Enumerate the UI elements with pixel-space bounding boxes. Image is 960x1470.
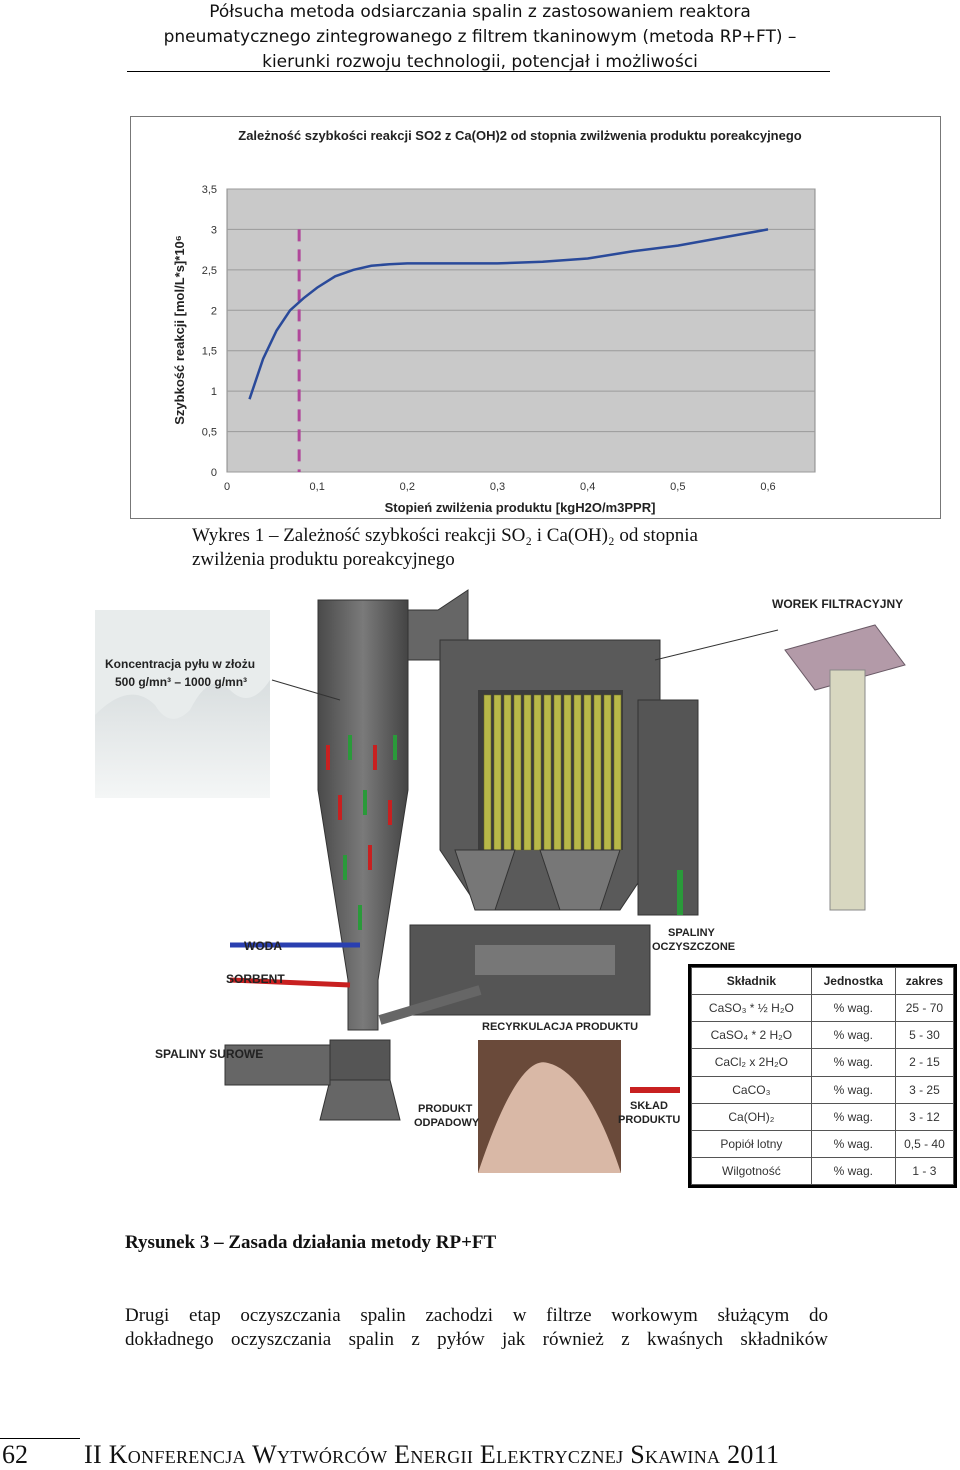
spaliny-surowe-label: SPALINY SUROWE: [155, 1047, 263, 1061]
process-diagram: WOREK FILTRACYJNY Koncentracja pyłu w zł…: [95, 589, 906, 1173]
chart-caption-line-2: zwilżenia produktu poreakcyjnego: [192, 549, 455, 570]
sklad-label-2: PRODUKTU: [618, 1114, 680, 1126]
filter-bag: [613, 694, 622, 851]
plot-area: [226, 188, 816, 473]
header-line-3: kierunki rozwoju technologii, potencjał …: [262, 52, 698, 72]
table-row: Wilgotność % wag. 1 - 3: [691, 1156, 955, 1186]
filter-bag: [533, 694, 542, 851]
table-cell: 0,5 - 40: [894, 1129, 955, 1158]
recyrkulacja-label: RECYRKULACJA PRODUKTU: [482, 1021, 638, 1033]
table-cell: % wag.: [810, 1156, 896, 1186]
sklad-label-1: SKŁAD: [630, 1100, 668, 1112]
table-header-cell: Składnik: [691, 966, 812, 996]
table-cell: Ca(OH)₂: [691, 1102, 812, 1131]
table-cell: % wag.: [810, 1075, 896, 1104]
y-tick-label: 1,5: [202, 346, 217, 358]
body-paragraph: Drugi etap oczyszczania spalin zachodzi …: [125, 1304, 828, 1352]
paragraph-line-1: Drugi etap oczyszczania spalin zachodzi …: [125, 1305, 828, 1326]
x-tick-label: 0,5: [670, 481, 685, 493]
filter-bag: [563, 694, 572, 851]
filter-bag: [503, 694, 512, 851]
x-axis-label: Stopień zwilżenia produktu [kgH2O/m3PPR]: [385, 500, 656, 515]
table-cell: 5 - 30: [894, 1021, 955, 1050]
x-tick-label: 0,3: [490, 481, 505, 493]
header-line-2: pneumatycznego zintegrowanego z filtrem …: [163, 27, 797, 47]
filter-bag: [603, 694, 612, 851]
y-tick-label: 1: [211, 386, 217, 398]
series-line: [248, 228, 769, 400]
x-tick-label: 0,2: [400, 481, 415, 493]
table-cell: CaCl₂ x 2H₂O: [691, 1048, 812, 1077]
table-cell: 2 - 15: [894, 1048, 955, 1077]
header-rule: [127, 71, 830, 72]
y-tick-label: 3: [211, 224, 217, 236]
footer-rule: [0, 1438, 80, 1439]
table-cell: % wag.: [810, 1102, 896, 1131]
table-header-cell: Jednostka: [810, 966, 896, 996]
chart-title: Zależność szybkości reakcji SO2 z Ca(OH)…: [238, 128, 802, 143]
table-header-cell: zakres: [894, 966, 955, 996]
table-row: CaCO₃ % wag. 3 - 25: [691, 1075, 955, 1104]
table-cell: 3 - 25: [894, 1075, 955, 1104]
table-row: CaSO₃ * ½ H₂O % wag. 25 - 70: [691, 994, 955, 1023]
filter-bag: [513, 694, 522, 851]
x-tick-label: 0,1: [310, 481, 325, 493]
table-cell: % wag.: [810, 1021, 896, 1050]
produkt-label-2: ODPADOWY: [414, 1117, 480, 1129]
line-chart: 0 0,5 1 1,5 2 2,5 3 3,5 0 0,1 0,2 0,3 0,4 0,5 0,6 Sto…: [172, 184, 816, 515]
filter-bag: [593, 694, 602, 851]
footer-title: II Konferencja Wytwórców Energii Elektry…: [84, 1440, 780, 1469]
table-cell: % wag.: [810, 1048, 896, 1077]
page-number: 62: [2, 1440, 28, 1469]
table-cell: 1 - 3: [894, 1156, 955, 1186]
y-tick-label: 2: [211, 305, 217, 317]
filter-bag: [483, 694, 492, 851]
y-tick-label: 0: [211, 467, 217, 479]
table-header-row: Składnik Jednostka zakres: [691, 966, 955, 996]
filter-bag: [543, 694, 552, 851]
spaliny-oczyszczone-label-2: OCZYSZCZONE: [652, 941, 735, 953]
x-tick-label: 0,4: [580, 481, 595, 493]
filter-bag: [583, 694, 592, 851]
table-cell: % wag.: [810, 994, 896, 1023]
table-row: CaCl₂ x 2H₂O % wag. 2 - 15: [691, 1048, 955, 1077]
y-axis-label: Szybkość reakcji [mol/L*s]*10⁶: [172, 235, 187, 425]
worek-label: WOREK FILTRACYJNY: [772, 597, 903, 611]
filter-bag: [493, 694, 502, 851]
x-tick-label: 0,6: [760, 481, 775, 493]
table-cell: 3 - 12: [894, 1102, 955, 1131]
y-tick-label: 0,5: [202, 427, 217, 439]
koncentracja-label-1: Koncentracja pyłu w złożu: [105, 657, 255, 671]
y-tick-label: 3,5: [202, 184, 217, 196]
spaliny-oczyszczone-label-1: SPALINY: [668, 927, 716, 939]
table-cell: Popiół lotny: [691, 1129, 812, 1158]
figure-caption: Rysunek 3 – Zasada działania metody RP+F…: [125, 1232, 497, 1253]
table-row: CaSO₄ * 2 H₂O % wag. 5 - 30: [691, 1021, 955, 1050]
table-row: Popiół lotny % wag. 0,5 - 40: [691, 1129, 955, 1158]
koncentracja-label-2: 500 g/mn³ – 1000 g/mn³: [115, 675, 247, 689]
header-line-1: Półsucha metoda odsiarczania spalin z za…: [209, 2, 751, 22]
table-row: Ca(OH)₂ % wag. 3 - 12: [691, 1102, 955, 1131]
filter-bag: [553, 694, 562, 851]
paragraph-line-2: dokładnego oczyszczania spalin z pyłów j…: [125, 1329, 828, 1350]
chart-caption-line-1: Wykres 1 – Zależność szybkości reakcji S…: [192, 525, 698, 546]
table-cell: CaSO₃ * ½ H₂O: [691, 994, 812, 1023]
filter-bag: [523, 694, 532, 851]
woda-label: WODA: [244, 939, 282, 953]
table-cell: CaSO₄ * 2 H₂O: [691, 1021, 812, 1050]
table-cell: 25 - 70: [894, 994, 955, 1023]
table-cell: % wag.: [810, 1129, 896, 1158]
table-cell: Wilgotność: [691, 1156, 812, 1186]
y-tick-label: 2,5: [202, 265, 217, 277]
running-header: Półsucha metoda odsiarczania spalin z za…: [120, 0, 840, 75]
chart-caption: Wykres 1 – Zależność szybkości reakcji S…: [192, 524, 812, 572]
filter-bag: [573, 694, 582, 851]
sorbent-label: SORBENT: [226, 972, 285, 986]
x-tick-label: 0: [224, 481, 230, 493]
produkt-label-1: PRODUKT: [418, 1103, 473, 1115]
composition-table: Składnik Jednostka zakres CaSO₃ * ½ H₂O …: [688, 964, 957, 1188]
filter-bag-detail: [784, 624, 906, 691]
table-cell: CaCO₃: [691, 1075, 812, 1104]
